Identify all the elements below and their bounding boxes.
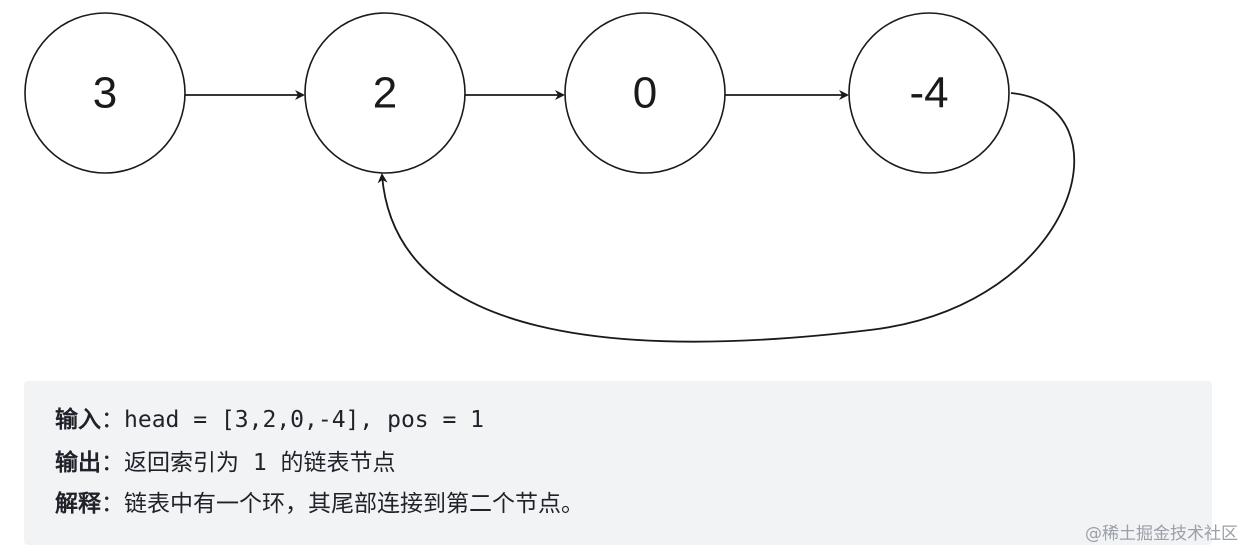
cycle-edge-node-3-to-node-1	[377, 92, 1075, 343]
example-input-line: 输入：head = [3,2,0,-4], pos = 1	[55, 405, 484, 435]
explain-label: 解释	[55, 491, 101, 517]
node-1-label: 2	[373, 69, 397, 118]
output-label: 输出	[55, 450, 101, 476]
input-value: head = [3,2,0,-4], pos = 1	[124, 407, 485, 433]
input-separator: ：	[101, 407, 124, 433]
example-box: 输入：head = [3,2,0,-4], pos = 1 输出：返回索引为 1…	[24, 381, 1212, 545]
node-2-label: 0	[633, 69, 657, 118]
example-output-line: 输出：返回索引为 1 的链表节点	[55, 448, 396, 478]
output-separator: ：	[101, 450, 124, 476]
input-label: 输入	[55, 407, 101, 433]
node-1: 2	[304, 12, 466, 174]
output-suffix: 的链表节点	[280, 450, 396, 476]
node-3-label: -4	[909, 69, 948, 118]
output-prefix: 返回索引为	[124, 450, 239, 476]
linked-list-diagram: 3 2 0 -4	[24, 12, 1075, 343]
node-0-label: 3	[93, 69, 117, 118]
node-2: 0	[564, 12, 726, 174]
output-index: 1	[239, 450, 281, 476]
watermark: @稀土掘金技术社区	[1085, 524, 1238, 544]
explain-separator: ：	[101, 491, 124, 517]
node-0: 3	[24, 12, 186, 174]
example-explanation-line: 解释：链表中有一个环，其尾部连接到第二个节点。	[55, 489, 584, 519]
node-3: -4	[848, 12, 1010, 174]
explain-text: 链表中有一个环，其尾部连接到第二个节点。	[124, 491, 584, 517]
